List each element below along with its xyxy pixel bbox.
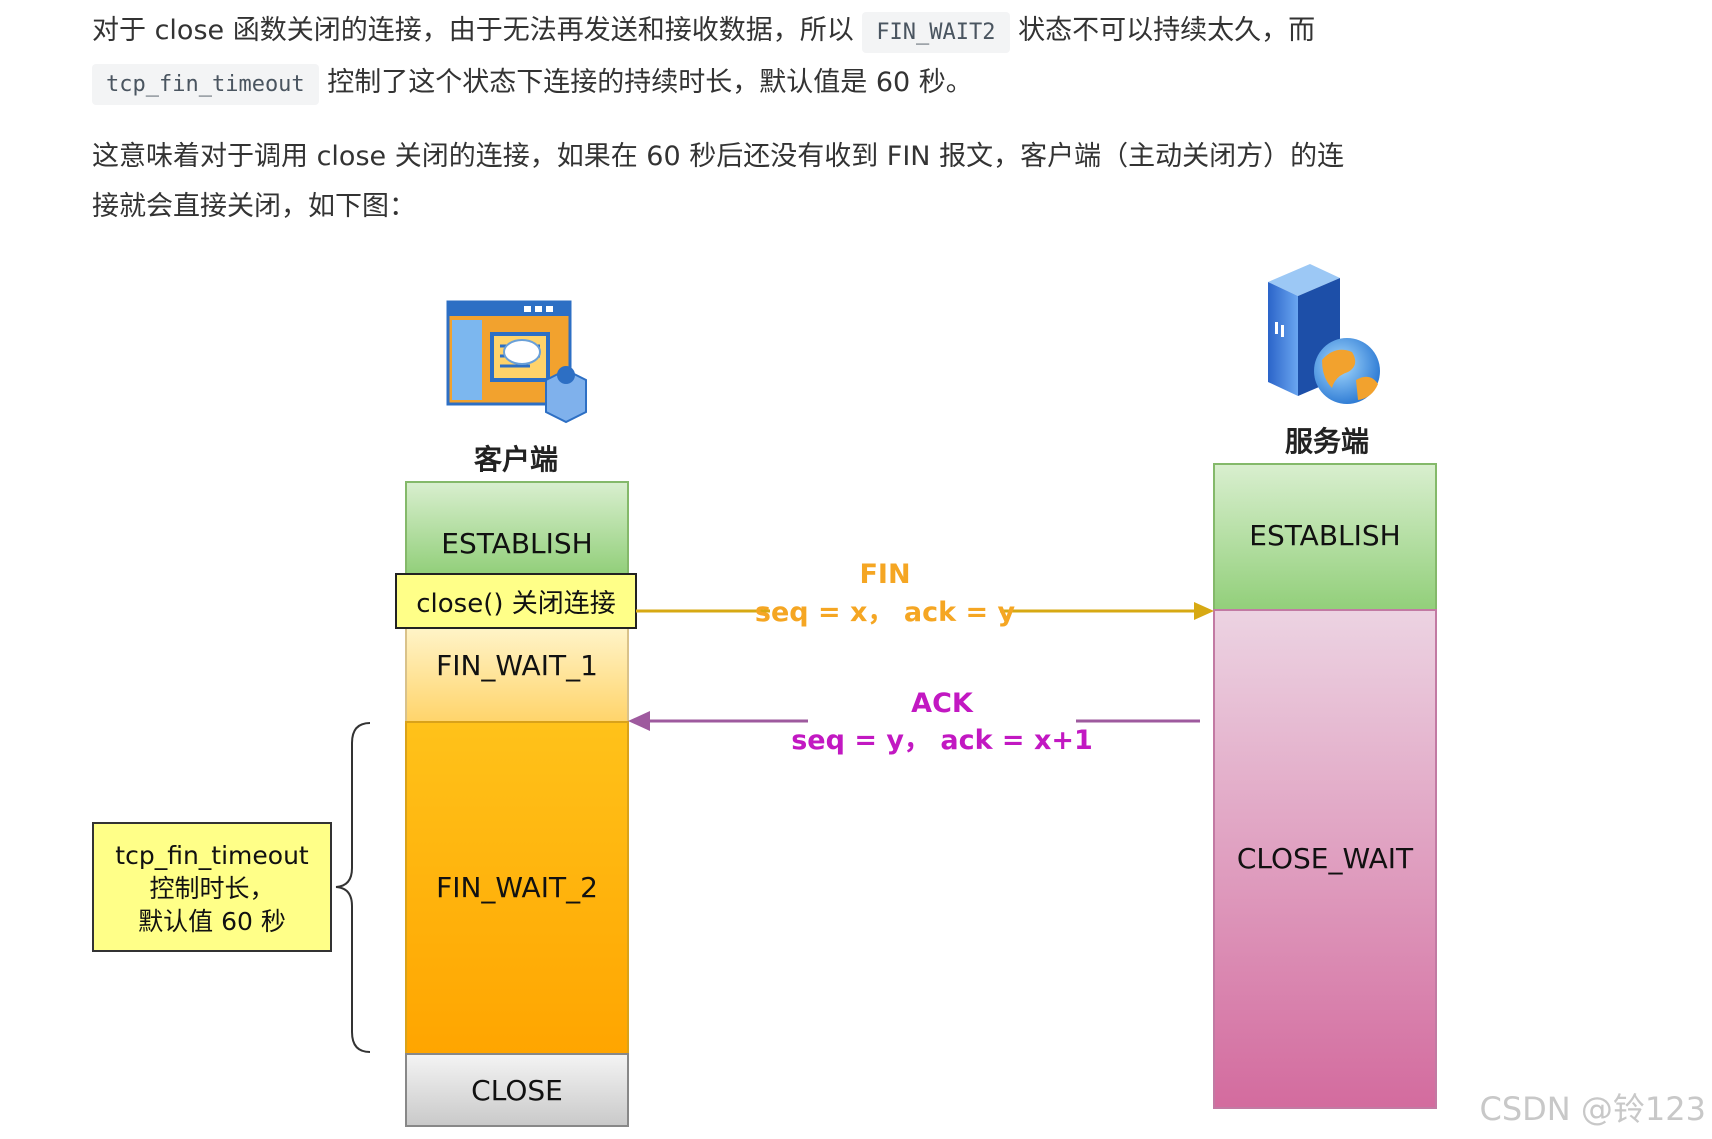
client-state-fin-wait-2: FIN_WAIT_2 — [436, 871, 598, 904]
client-state-fin-wait-1: FIN_WAIT_1 — [436, 649, 598, 682]
timeout-note: tcp_fin_timeout 控制时长， 默认值 60 秒 — [92, 822, 332, 952]
client-close-call: close() 关闭连接 — [416, 589, 616, 619]
ack-seq-label: seq = y， ack = x+1 — [791, 725, 1093, 756]
p2-text-b: 接就会直接关闭，如下图： — [92, 191, 416, 222]
p1-text-b: 状态不可以持续太久，而 — [1018, 15, 1316, 46]
client-state-column: ESTABLISH FIN_WAIT_1 FIN_WAIT_2 CLOSE cl… — [395, 481, 637, 1127]
timeout-brace — [335, 722, 371, 1053]
fin-seq-label: seq = x， ack = y — [755, 597, 1016, 628]
server-state-close-wait: CLOSE_WAIT — [1237, 842, 1414, 875]
note-line-2: 控制时长， — [149, 874, 274, 903]
server-label: 服务端 — [1285, 425, 1369, 458]
client-state-close: CLOSE — [471, 1074, 563, 1107]
code-fin-wait2: FIN_WAIT2 — [862, 12, 1010, 53]
client-computer-icon — [446, 300, 587, 424]
p2-text-a: 这意味着对于调用 close 关闭的连接，如果在 60 秒后还没有收到 FIN … — [92, 141, 1345, 172]
p1-text-c: 控制了这个状态下连接的持续时长，默认值是 60 秒。 — [327, 67, 973, 98]
fin-label: FIN — [859, 559, 910, 590]
fin-arrow: FIN seq = x， ack = y — [636, 559, 1214, 628]
server-globe-icon — [1268, 264, 1380, 404]
code-tcp-fin-timeout: tcp_fin_timeout — [92, 64, 319, 105]
p1-text-a: 对于 close 函数关闭的连接，由于无法再发送和接收数据，所以 — [92, 15, 854, 46]
client-label: 客户端 — [474, 443, 558, 476]
server-state-column: ESTABLISH CLOSE_WAIT — [1213, 463, 1437, 1109]
ack-label: ACK — [911, 688, 974, 719]
client-state-establish: ESTABLISH — [441, 527, 592, 560]
paragraph-2: 这意味着对于调用 close 关闭的连接，如果在 60 秒后还没有收到 FIN … — [92, 132, 1344, 232]
paragraph-1: 对于 close 函数关闭的连接，由于无法再发送和接收数据，所以 FIN_WAI… — [92, 6, 1315, 110]
server-state-establish: ESTABLISH — [1249, 519, 1400, 552]
watermark: CSDN @铃123 — [1480, 1090, 1707, 1128]
note-line-1: tcp_fin_timeout — [115, 841, 309, 870]
ack-arrow: ACK seq = y， ack = x+1 — [628, 688, 1200, 756]
note-line-3: 默认值 60 秒 — [138, 907, 286, 936]
